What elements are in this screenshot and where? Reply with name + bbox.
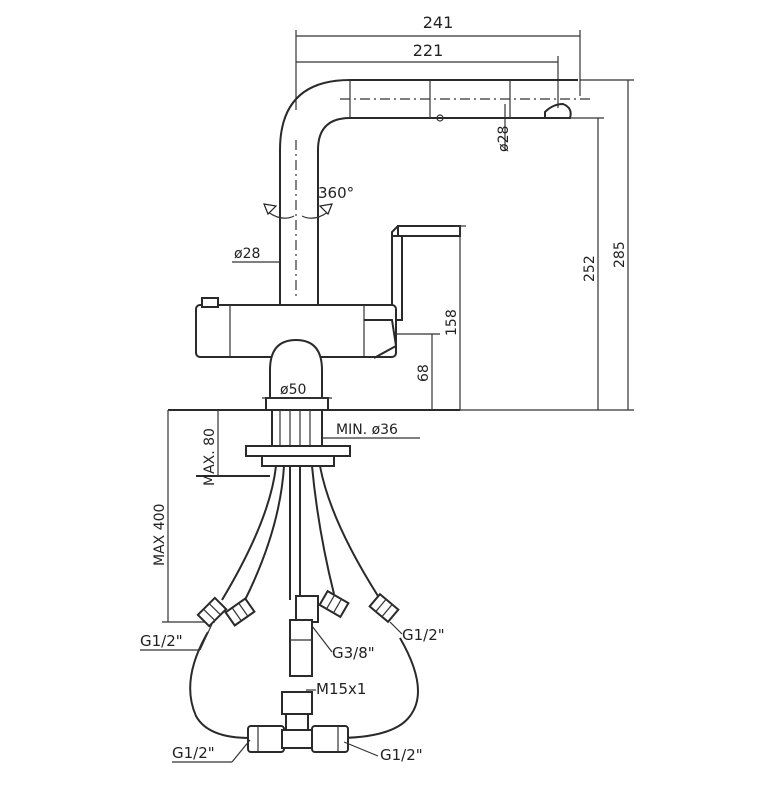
tee-assembly xyxy=(189,631,419,753)
connection-labels: G1/2" G1/2" G3/8" M15x1 G1/2" G1/2" xyxy=(140,621,445,764)
right-inlet-label: G1/2" xyxy=(402,626,445,644)
lever-handle xyxy=(391,225,461,321)
hose-fittings xyxy=(196,589,400,677)
thread-label: M15x1 xyxy=(316,680,366,698)
base-diameter-label: ø50 xyxy=(280,382,306,398)
tee-left-label: G1/2" xyxy=(172,744,215,762)
body-diameter-label: ø28 xyxy=(234,246,260,262)
supply-hoses xyxy=(221,465,379,603)
height-158-label: 158 xyxy=(444,309,460,336)
spout-diameter-label: ø28 xyxy=(496,126,512,152)
dim-158: 158 xyxy=(444,225,466,410)
dim-221-label: 221 xyxy=(413,41,444,60)
max-thickness-label: MAX. 80 xyxy=(202,428,218,486)
dim-68: 68 xyxy=(396,333,440,410)
dim-221: 221 xyxy=(296,41,559,108)
dim-max-thickness: MAX. 80 xyxy=(202,410,219,486)
center-connection-label: G3/8" xyxy=(332,644,375,662)
mixer-body xyxy=(195,297,398,401)
max-hose-label: MAX 400 xyxy=(152,504,168,566)
dim-285: 285 xyxy=(460,79,634,411)
height-252-label: 252 xyxy=(582,255,598,282)
spout: ø28 xyxy=(279,79,590,305)
min-hole-label: MIN. ø36 xyxy=(336,422,398,438)
height-68-label: 68 xyxy=(416,364,432,382)
dim-241: 241 xyxy=(295,13,581,110)
dim-body-diameter: ø28 xyxy=(232,246,280,263)
tee-right-label: G1/2" xyxy=(380,746,423,764)
rotation-label: 360° xyxy=(318,184,354,202)
mounting-base: ø50 MIN. ø36 xyxy=(168,382,460,477)
height-285-label: 285 xyxy=(612,241,628,268)
left-inlet-label: G1/2" xyxy=(140,632,183,650)
rotation-indicator: 360° xyxy=(263,184,354,219)
dim-252: 252 xyxy=(560,117,604,410)
dim-241-label: 241 xyxy=(423,13,454,32)
